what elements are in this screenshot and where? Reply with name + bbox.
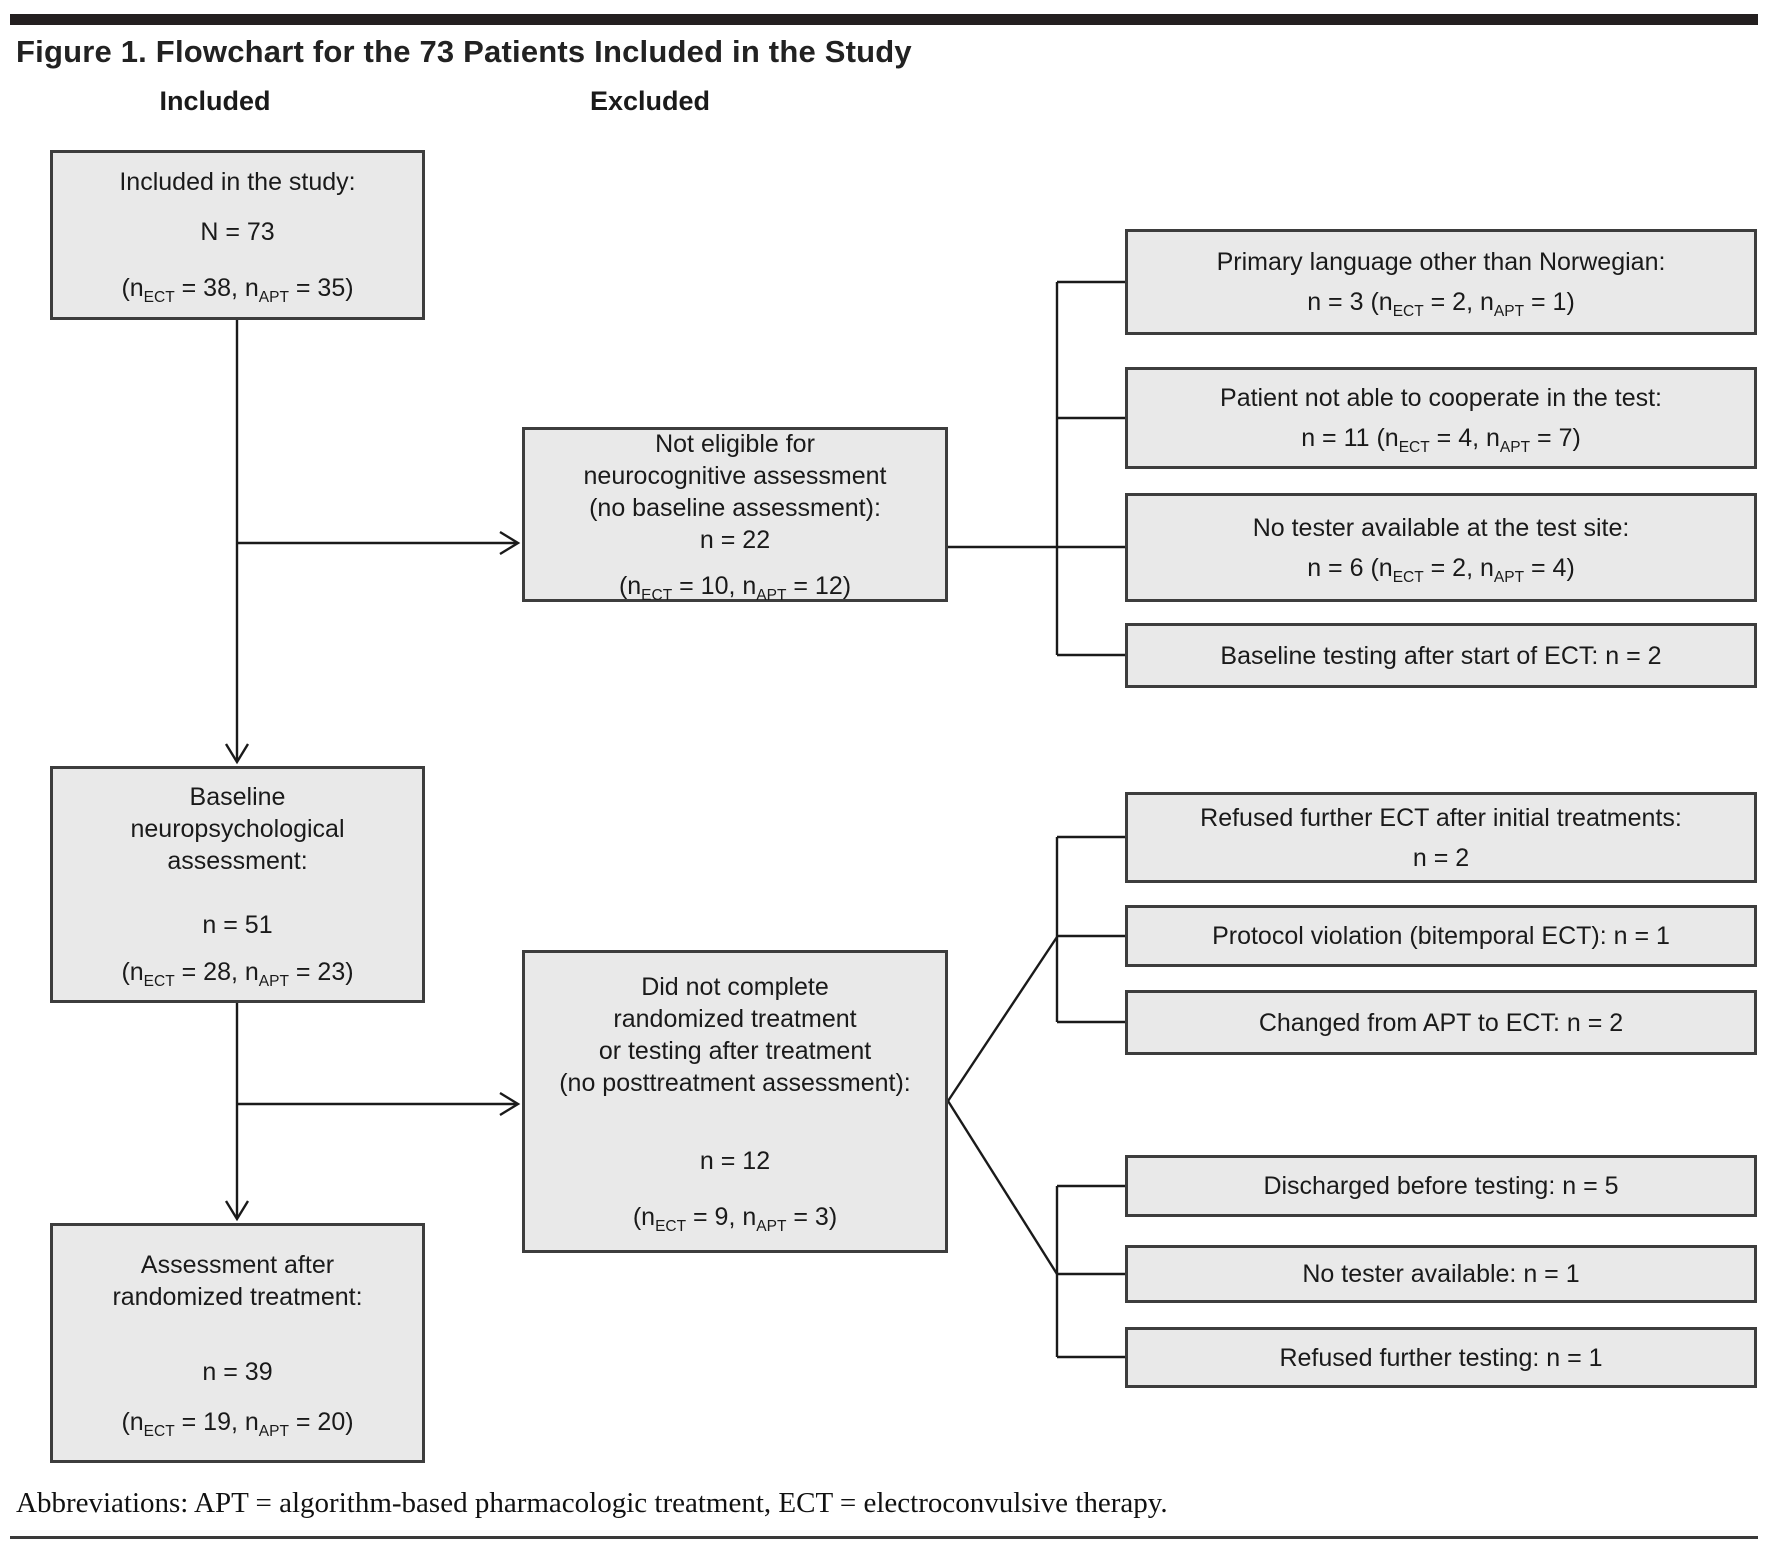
box-excl-no-tester-at-site: No tester available at the test site: n …: [1125, 493, 1757, 602]
box-line: randomized treatment:: [112, 1282, 363, 1311]
box-line: n = 12: [699, 1146, 771, 1175]
box-line: n = 2: [1412, 843, 1470, 872]
box-line: Included in the study:: [119, 168, 356, 196]
box-line: Did not complete: [641, 972, 829, 1001]
box-line: Primary language other than Norwegian:: [1216, 248, 1666, 276]
box-line: or testing after treatment: [598, 1036, 872, 1065]
box-excl-refused-further-testing: Refused further testing: n = 1: [1125, 1327, 1757, 1388]
box-line: (nECT = 19, nAPT = 20): [121, 1407, 354, 1440]
box-line: (nECT = 10, nAPT = 12): [618, 571, 852, 604]
bracket-not-eligible-reasons: [948, 280, 1125, 657]
box-line: n = 39: [202, 1357, 273, 1386]
box-line: n = 51: [202, 911, 273, 939]
box-included-in-study: Included in the study: N = 73 (nECT = 38…: [50, 150, 425, 320]
box-line: (nECT = 9, nAPT = 3): [632, 1202, 838, 1235]
box-baseline-assessment: Baseline neuropsychological assessment: …: [50, 766, 425, 1003]
box-line: neuropsychological: [130, 815, 345, 843]
box-excl-no-tester-available: No tester available: n = 1: [1125, 1245, 1757, 1303]
fan-did-not-complete: [946, 936, 1059, 1275]
box-not-eligible: Not eligible for neurocognitive assessme…: [522, 427, 948, 604]
box-line: N = 73: [200, 218, 275, 246]
arrow-included-to-baseline: [224, 320, 250, 765]
box-line: Baseline: [189, 783, 286, 811]
box-line: Refused further ECT after initial treatm…: [1200, 803, 1682, 832]
bracket-treatment-dropout-reasons: [1055, 835, 1125, 1024]
box-excl-baseline-after-ect-start: Baseline testing after start of ECT: n =…: [1125, 623, 1757, 688]
box-line: Refused further testing: n = 1: [1279, 1343, 1603, 1372]
box-line: No tester available: n = 1: [1302, 1260, 1580, 1288]
box-line: neurocognitive assessment: [583, 461, 887, 490]
box-line: No tester available at the test site:: [1252, 513, 1630, 542]
box-line: (nECT = 28, nAPT = 23): [121, 958, 354, 990]
column-header-included: Included: [159, 86, 271, 116]
box-line: Baseline testing after start of ECT: n =…: [1220, 641, 1662, 670]
column-header-excluded: Excluded: [589, 86, 711, 116]
box-line: n = 11 (nECT = 4, nAPT = 7): [1301, 424, 1581, 456]
arrow-branch-to-not-eligible: [237, 530, 521, 556]
box-line: (no baseline assessment):: [589, 493, 881, 522]
abbreviations-footnote: Abbreviations: APT = algorithm-based pha…: [16, 1487, 1168, 1519]
box-line: Patient not able to cooperate in the tes…: [1220, 384, 1662, 412]
figure-top-rule: [10, 14, 1758, 25]
bracket-testing-dropout-reasons: [1055, 1184, 1125, 1359]
box-did-not-complete: Did not complete randomized treatment or…: [522, 950, 948, 1253]
box-line: Changed from APT to ECT: n = 2: [1258, 1008, 1624, 1037]
box-line: Protocol violation (bitemporal ECT): n =…: [1212, 922, 1670, 950]
box-excl-changed-apt-to-ect: Changed from APT to ECT: n = 2: [1125, 990, 1757, 1055]
figure-bottom-rule: [10, 1536, 1758, 1539]
figure-title: Figure 1. Flowchart for the 73 Patients …: [16, 34, 912, 69]
box-line: randomized treatment: [613, 1004, 857, 1033]
box-line: n = 22: [699, 525, 771, 554]
box-line: assessment:: [167, 847, 308, 875]
box-excl-discharged-before-testing: Discharged before testing: n = 5: [1125, 1155, 1757, 1217]
box-post-treatment-assessment: Assessment after randomized treatment: n…: [50, 1223, 425, 1463]
box-excl-primary-language: Primary language other than Norwegian: n…: [1125, 229, 1757, 335]
box-excl-not-able-to-cooperate: Patient not able to cooperate in the tes…: [1125, 367, 1757, 469]
box-line: n = 6 (nECT = 2, nAPT = 4): [1307, 553, 1575, 586]
box-line: Discharged before testing: n = 5: [1263, 1172, 1619, 1200]
arrow-baseline-to-post: [224, 1003, 250, 1222]
box-excl-protocol-violation: Protocol violation (bitemporal ECT): n =…: [1125, 905, 1757, 967]
box-line: Not eligible for: [655, 429, 815, 458]
box-line: (no posttreatment assessment):: [559, 1068, 911, 1097]
box-excl-refused-further-ect: Refused further ECT after initial treatm…: [1125, 792, 1757, 883]
box-line: (nECT = 38, nAPT = 35): [121, 274, 354, 306]
arrow-branch-to-did-not-complete: [237, 1091, 521, 1117]
box-line: n = 3 (nECT = 2, nAPT = 1): [1307, 288, 1575, 320]
box-line: Assessment after: [140, 1250, 335, 1279]
